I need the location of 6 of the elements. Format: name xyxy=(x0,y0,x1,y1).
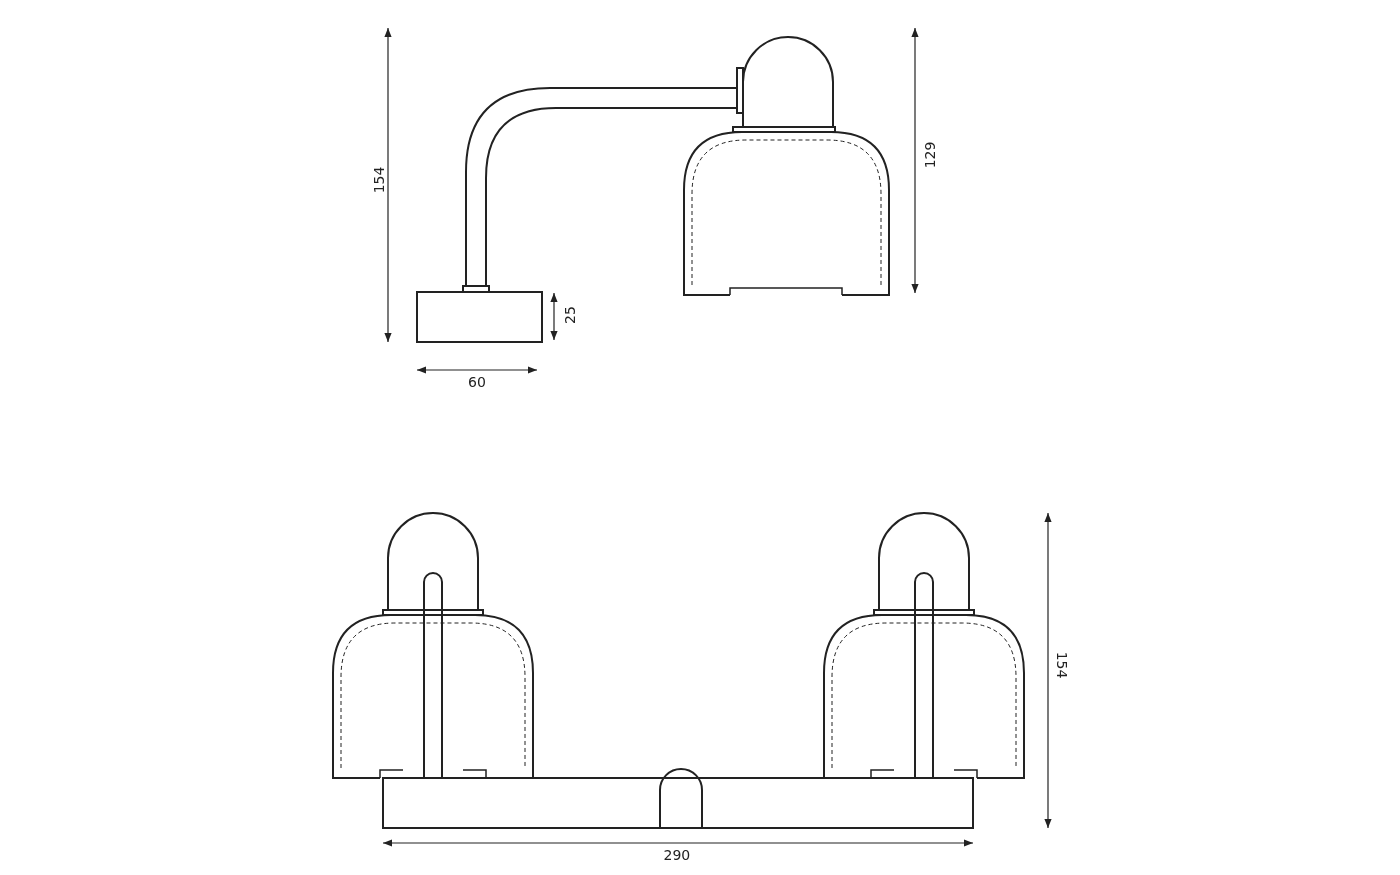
dimension-label: 129 xyxy=(921,141,938,169)
dimension-label: 154 xyxy=(1053,651,1070,679)
dimension-label: 290 xyxy=(663,847,691,863)
dimension-label: 25 xyxy=(561,306,578,324)
dimension-label: 154 xyxy=(370,166,387,194)
dimension-label: 60 xyxy=(468,374,486,390)
